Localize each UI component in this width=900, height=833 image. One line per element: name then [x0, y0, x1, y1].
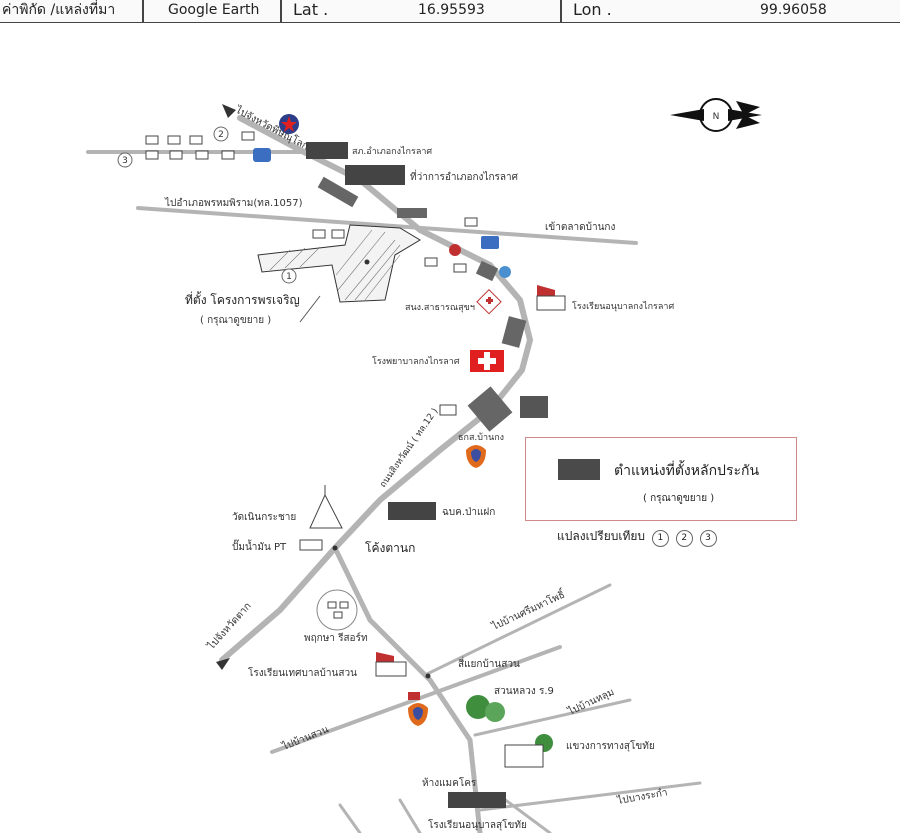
district-office-building — [345, 165, 405, 185]
label-gas-station: ปั๊มน้ำมัน PT — [232, 539, 287, 553]
label-enlarged: ( กรุณาดูขยาย ) — [200, 315, 271, 326]
police-station-building — [306, 142, 348, 159]
plot-compare-legend: แปลงเปรียบเทียบ 1 2 3 — [557, 527, 717, 547]
road-ban-sri — [423, 583, 612, 677]
highway-12 — [219, 115, 534, 663]
junction-dot — [332, 545, 338, 551]
label-school-pa-faek: ฉบค.ป่าแฝก — [442, 507, 495, 518]
health-station-icon — [476, 288, 502, 315]
project-site-plot: 1 — [257, 224, 421, 323]
road-south — [332, 545, 483, 833]
school-pa-faek-building — [388, 502, 436, 520]
label-bank: ธกส.บ้านกง — [458, 432, 504, 443]
gas-station-icon — [299, 539, 323, 551]
collateral-building — [520, 396, 548, 418]
source-value: Google Earth — [168, 2, 260, 18]
label-makro: ห้างแมคโคร — [422, 776, 477, 789]
label-school-ban-suan: โรงเรียนเทศบาลบ้านสวน — [248, 666, 357, 679]
lat-label: Lat . — [293, 0, 329, 19]
label-to-tak: ไปจังหวัดตาก — [205, 600, 254, 653]
label-khong-tanak: โค้งตานก — [365, 541, 415, 555]
flag-school-icon — [536, 285, 566, 311]
compass-icon: N — [670, 98, 762, 132]
plot-number-badge: 1 — [651, 530, 669, 547]
road-phrom-phiram — [136, 206, 638, 245]
buildings — [306, 142, 548, 808]
water-icon — [499, 266, 511, 278]
divider — [280, 0, 282, 22]
lon-label: Lon . — [573, 0, 612, 19]
road-ban-lum — [473, 698, 632, 737]
legend-title: ตำแหน่งที่ตั้งหลักประกัน — [614, 463, 760, 479]
coordinate-header: ค่าพิกัด /แหล่งที่มา Google Earth Lat . … — [0, 0, 900, 23]
plot-number-badge: 3 — [699, 530, 717, 547]
label-district-office: ที่ว่าการอำเภอกงไกรลาศ — [410, 169, 519, 183]
label-health-station: สนง.สาธารณสุขฯ — [405, 303, 475, 313]
svg-text:1: 1 — [286, 272, 292, 282]
bank-logo-icon — [466, 445, 486, 468]
hospital-icon — [470, 350, 504, 372]
houses — [145, 131, 478, 416]
arrow-icon — [216, 658, 230, 670]
divider — [560, 0, 562, 22]
label-to-phitsanulok: ไปจังหวัดพิษณุโลก — [233, 103, 311, 153]
collateral-swatch — [558, 459, 600, 480]
highway-office-icon — [504, 744, 544, 768]
resort-icon — [316, 589, 358, 631]
label-resort: พฤกษา รีสอร์ท — [304, 632, 368, 644]
plot-compare-label: แปลงเปรียบเทียบ — [557, 529, 646, 543]
makro-building — [448, 792, 506, 808]
label-to-ban-suan: ไปบ้านสวน — [280, 723, 331, 753]
label-to-ban-lum: ไปบ้านหลุม — [565, 686, 616, 718]
junction-dot — [425, 673, 431, 679]
temple-icon — [449, 244, 461, 256]
divider — [142, 0, 144, 22]
label-project-site: ที่ตั้ง โครงการพรเจริญ — [185, 291, 300, 307]
label-intersection: สี่แยกบ้านสวน — [458, 656, 520, 670]
label-kindergarten: โรงเรียนอนุบาลกงไกรลาศ — [572, 301, 674, 312]
legend-subtitle: ( กรุณาดูขยาย ) — [643, 493, 715, 504]
road-small-3 — [498, 794, 552, 833]
label-park: สวนหลวง ร.9 — [494, 686, 554, 697]
collateral-legend: ตำแหน่งที่ตั้งหลักประกัน ( กรุณาดูขยาย ) — [525, 437, 797, 521]
label-to-phrom-phiram: ไปอำเภอพรหมพิราม(ทล.1057) — [164, 197, 303, 209]
svg-text:2: 2 — [218, 130, 224, 140]
label-police: สภ.อำเภอกงไกรลาศ — [352, 146, 432, 157]
label-ban-kong-market: เข้าตลาดบ้านกง — [545, 221, 615, 233]
road-small-2 — [398, 798, 422, 833]
plot-number-badge: 2 — [675, 530, 693, 547]
label-school-sukhothai: โรงเรียนอนุบาลสุโขทัย — [428, 818, 527, 831]
tree-icon — [466, 695, 553, 752]
flag-icon — [408, 692, 420, 700]
post-icon — [481, 236, 499, 249]
bank-icon — [253, 148, 271, 162]
lon-value: 99.96058 — [760, 2, 827, 18]
arrow-icon — [222, 104, 236, 118]
flag-school-icon — [375, 652, 407, 677]
road-bang-krachao — [478, 781, 702, 812]
label-hospital: โรงพยาบาลกงไกรลาศ — [372, 356, 460, 367]
bank-logo-icon — [408, 703, 428, 726]
label-wat: วัดเนินกระชาย — [232, 512, 296, 523]
plot-markers: 2 3 — [117, 126, 229, 168]
police-icon — [279, 114, 299, 134]
svg-text:3: 3 — [122, 156, 128, 166]
lat-value: 16.95593 — [418, 2, 485, 18]
label-highway-dept: แขวงการทางสุโขทัย — [566, 739, 655, 752]
wat-icon — [309, 485, 343, 529]
coord-source-label: ค่าพิกัด /แหล่งที่มา — [2, 2, 116, 18]
road-small-1 — [338, 803, 362, 833]
svg-text:N: N — [713, 112, 720, 122]
